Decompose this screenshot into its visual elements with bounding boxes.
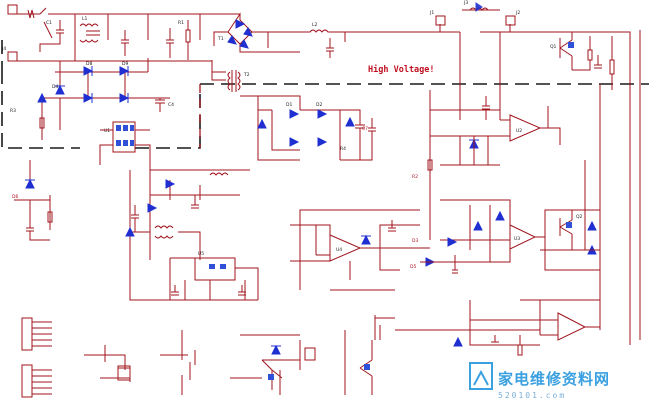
label-l1: L1: [82, 16, 88, 22]
label-u5: U5: [198, 251, 204, 257]
label-t2: T2: [243, 72, 250, 78]
label-d2: D2: [316, 102, 322, 108]
transistor-q1: Q1: [550, 32, 615, 90]
label-c4: C4: [168, 102, 174, 108]
opamp-u2: U2 R2: [412, 32, 561, 180]
opamp-u3: U3 Q2: [429, 175, 600, 274]
label-q2: Q2: [576, 214, 583, 220]
pwm-controller-ic: U1: [99, 121, 151, 170]
label-u1: U1: [104, 128, 110, 134]
label-d8: D8: [86, 61, 92, 67]
high-voltage-warning: High Voltage!: [368, 64, 435, 75]
label-j2: J2: [515, 10, 520, 16]
label-r1: R1: [178, 20, 184, 26]
hv-rectifier: D1 D2 C7 R4: [240, 95, 376, 161]
label-r4: R4: [340, 146, 346, 152]
main-bridge: T1 L2 T2 J1 J2 J3: [211, 0, 631, 150]
secondary-outputs: U5: [125, 169, 259, 301]
watermark: 家电维修资料网 520101.com: [469, 362, 610, 400]
label-u4: U4: [336, 247, 342, 253]
label-j1: J1: [429, 10, 434, 16]
label-j4: J4: [1, 46, 6, 52]
left-aux-circuit: D6: [12, 160, 53, 241]
label-r3: R3: [10, 108, 16, 114]
watermark-url: 520101.com: [498, 391, 566, 400]
label-c1: C1: [46, 20, 52, 26]
label-l2: L2: [312, 22, 318, 28]
label-d5: D5: [410, 264, 416, 270]
label-t1: T1: [217, 36, 224, 42]
opamp-u4: U4 D3 D5: [290, 209, 511, 291]
label-d1: D1: [286, 102, 292, 108]
label-j3: J3: [463, 0, 468, 6]
label-r2: R2: [412, 174, 418, 180]
label-d3: D3: [412, 238, 418, 244]
isolation-boundary: [1, 70, 649, 149]
watermark-title: 家电维修资料网: [498, 370, 610, 388]
label-d9: D9: [122, 61, 128, 67]
label-c7: C7: [362, 126, 368, 132]
label-u2: U2: [516, 128, 522, 134]
bottom-circuits: [21, 299, 600, 398]
label-d6: D6: [12, 194, 18, 200]
label-u3: U3: [514, 236, 520, 242]
input-section: R3 D4 D8 D9 C4 J4 C1 L1 R1: [1, 4, 214, 140]
label-q1: Q1: [550, 44, 557, 50]
label-d4: D4: [52, 84, 58, 90]
